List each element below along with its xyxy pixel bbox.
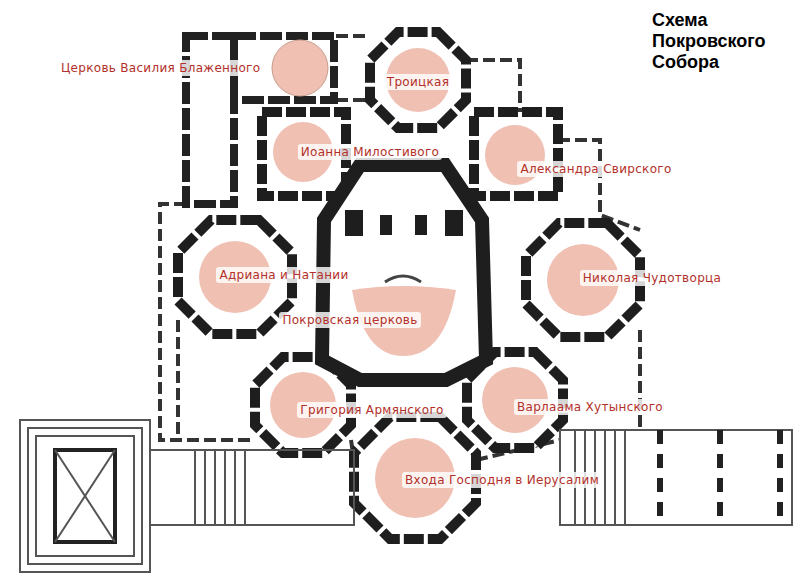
plan-part: [558, 140, 640, 230]
plan-part: [55, 450, 115, 542]
porches: [20, 420, 792, 572]
plan-part: [474, 112, 558, 196]
chapel-discs: [199, 40, 619, 518]
plan-part: [20, 420, 150, 572]
plan-part: [380, 215, 392, 235]
chapel-label: Троицкая: [384, 74, 452, 90]
plan-part: [28, 428, 142, 564]
plan-part: [445, 210, 463, 236]
plan-part: [176, 320, 180, 440]
plan-part: [385, 276, 421, 282]
chapel-label: Николая Чудотворца: [580, 270, 724, 286]
chapel-label: Варлаама Хутынского: [514, 399, 666, 415]
diagram-title: Схема Покровского Собора: [652, 10, 777, 73]
plan-part: [336, 36, 370, 100]
chapel-label: Церковь Василия Блаженного: [58, 60, 263, 76]
plan-part: [55, 450, 115, 542]
chapel-walls: [178, 32, 640, 539]
plan-part: [36, 436, 134, 556]
plan-part: [638, 330, 642, 430]
gallery-walls: [160, 36, 640, 460]
chapel-label: Григория Армянского: [297, 402, 446, 418]
plan-part: [150, 450, 354, 525]
plan-part: [660, 430, 780, 525]
plan-part: [466, 60, 520, 112]
plan-part: [370, 32, 466, 128]
chapel-label: Покровская церковь: [279, 312, 420, 328]
chapel-label: Входа Господня в Иерусалим: [402, 472, 602, 488]
plan-part: [415, 215, 427, 235]
plan-part: [272, 40, 328, 96]
plan-part: [345, 210, 363, 236]
chapel-label: Иоанна Милостивого: [298, 144, 443, 160]
chapel-label: Адриана и Натании: [216, 267, 351, 283]
chapel-label: Александра Свирского: [517, 161, 674, 177]
plan-part: [195, 450, 245, 525]
